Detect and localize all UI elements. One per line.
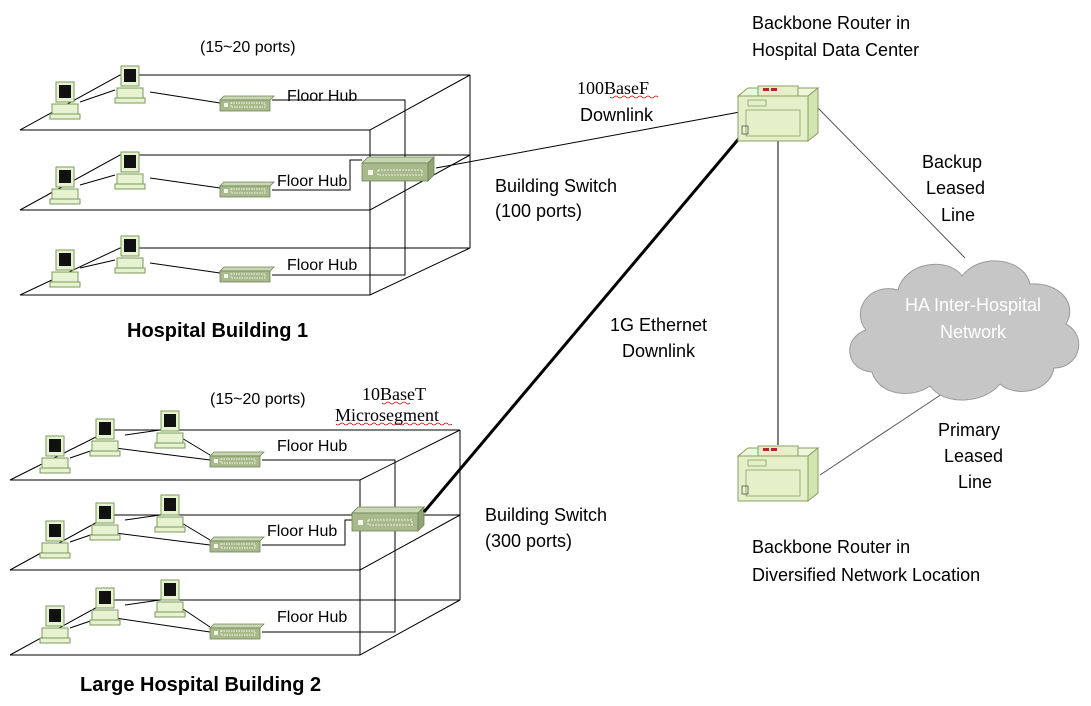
link-label-1g-ethernet: 1G Ethernet <box>610 315 707 335</box>
building-switch-icon <box>361 156 435 182</box>
router-datacenter-label: Backbone Router in <box>752 13 910 33</box>
network-links: 100BaseF Downlink 1G Ethernet Downlink B… <box>422 78 1003 513</box>
building2-title: Large Hospital Building 2 <box>80 674 321 696</box>
backup-label-2: Leased <box>926 178 985 198</box>
floor-hub-label: Floor Hub <box>277 438 347 455</box>
building-switch-ports: (100 ports) <box>495 201 582 221</box>
building-switch-icon <box>351 506 425 532</box>
floor-hub-label: Floor Hub <box>267 523 337 540</box>
floor-hub-icon <box>209 536 265 553</box>
computer-icon <box>154 579 186 618</box>
link-label-downlink: Downlink <box>580 105 654 125</box>
router-icon <box>737 445 819 502</box>
primary-leased-line <box>819 389 949 476</box>
floor-hub-icon <box>209 451 265 468</box>
1g-ethernet-downlink-line <box>422 122 754 513</box>
floor-hub-icon <box>219 95 275 112</box>
ha-inter-hospital-network-cloud: HA Inter-Hospital Network <box>849 260 1080 401</box>
building-switch-label: Building Switch <box>485 505 607 525</box>
primary-label: Primary <box>938 420 1000 440</box>
router-datacenter-label-2: Hospital Data Center <box>752 40 919 60</box>
ports-note: (15~20 ports) <box>200 39 296 56</box>
primary-label-3: Line <box>958 472 992 492</box>
backup-label: Backup <box>922 152 982 172</box>
floor-hub-icon <box>219 181 275 198</box>
microsegment-label: 10BaseT <box>362 384 426 404</box>
computer-icon <box>114 151 146 190</box>
hospital-building-2: (15~20 ports) 10BaseT Microsegment Floor… <box>9 384 607 696</box>
floor-hub-icon <box>209 623 265 640</box>
computer-icon <box>114 65 146 104</box>
building-switch-ports: (300 ports) <box>485 531 572 551</box>
router-diversified-label-2: Diversified Network Location <box>752 565 980 585</box>
floor-hub-label: Floor Hub <box>277 173 347 190</box>
cloud-label-2: Network <box>940 322 1007 342</box>
ports-note: (15~20 ports) <box>210 391 306 408</box>
cloud-icon <box>849 260 1080 401</box>
hospital-building-1: (15~20 ports) Floor Hub Floor Hub Floor … <box>19 39 617 342</box>
backbone-routers: Backbone Router in Hospital Data Center … <box>737 13 980 585</box>
microsegment-label-2: Microsegment <box>335 405 439 425</box>
floor-hub-label: Floor Hub <box>277 609 347 626</box>
computer-icon <box>114 235 146 274</box>
floor-hub-label: Floor Hub <box>287 257 357 274</box>
link-label-100basef: 100BaseF <box>577 78 649 98</box>
computer-icon <box>39 435 71 474</box>
building-switch-label: Building Switch <box>495 176 617 196</box>
floor-hub-icon <box>219 266 275 283</box>
link-label-downlink-1g: Downlink <box>622 341 696 361</box>
router-icon <box>737 85 819 142</box>
computer-icon <box>89 587 121 626</box>
backup-label-3: Line <box>941 205 975 225</box>
computer-icon <box>154 494 186 533</box>
primary-label-2: Leased <box>944 446 1003 466</box>
floor-hub-label: Floor Hub <box>287 88 357 105</box>
backup-leased-line <box>817 107 966 259</box>
building1-title: Hospital Building 1 <box>127 320 308 342</box>
computer-icon <box>49 166 81 205</box>
computer-icon <box>49 81 81 120</box>
cloud-label: HA Inter-Hospital <box>905 295 1041 315</box>
100basef-downlink-line <box>435 111 741 169</box>
computer-icon <box>89 502 121 541</box>
router-diversified-label: Backbone Router in <box>752 537 910 557</box>
